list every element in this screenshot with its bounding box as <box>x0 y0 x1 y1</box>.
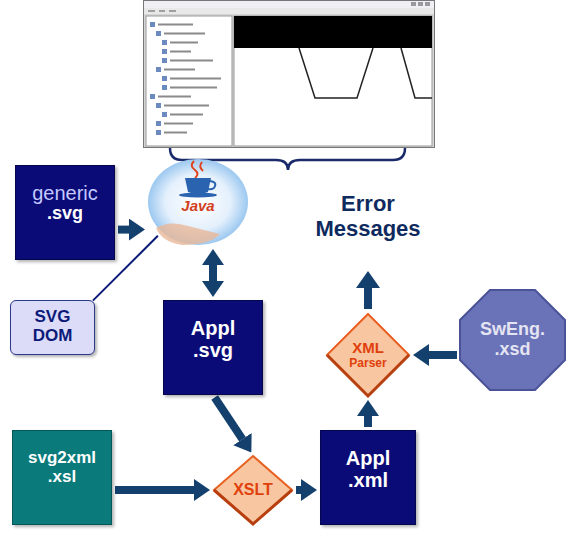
node-text: XML <box>352 340 384 357</box>
drawing-panel <box>234 16 432 146</box>
flow-arrow <box>364 416 372 427</box>
node-text-group: Appl .xml <box>346 447 390 491</box>
output-label: Error Messages <box>315 191 420 242</box>
output-arrow <box>356 271 380 309</box>
diamond-shape <box>214 456 292 524</box>
flow-arrow <box>215 397 243 439</box>
node-text: SVG DOM <box>33 308 73 345</box>
node-text-group: XSLT <box>233 481 273 499</box>
node-text: Appl .svg <box>191 317 235 361</box>
trapezoid-shape <box>401 48 432 98</box>
node-text-group: generic.svg <box>32 182 98 224</box>
node-text-group: XMLParser <box>349 340 386 370</box>
window-frame <box>144 1 435 148</box>
java-icon: Java <box>148 158 248 246</box>
icon-glow <box>148 159 248 245</box>
cup-handle <box>208 181 215 189</box>
octagon-shape <box>460 290 565 390</box>
node-text-group: svg2xml .xsl <box>28 449 96 486</box>
tree-panel <box>146 16 232 146</box>
node-text: Parser <box>349 357 386 370</box>
document-box: generic.svg <box>15 165 115 260</box>
cup-body <box>185 178 211 194</box>
api-box: SVG DOM <box>10 300 95 355</box>
node-text-group: Java <box>181 198 214 215</box>
node-text: generic <box>32 182 98 204</box>
title-bar <box>144 1 434 8</box>
node-text-group: SVG DOM <box>33 308 73 345</box>
file-box: Appl .svg <box>163 300 263 395</box>
node-text: XSLT <box>233 481 273 499</box>
transform-diamond: XSLT <box>213 455 293 525</box>
window-buttons <box>411 2 430 6</box>
node-text: SwEng. .xsd <box>480 320 545 360</box>
flow-arrow <box>429 351 457 359</box>
diamond-shape <box>327 314 409 396</box>
parser-diamond: XMLParser <box>326 313 410 397</box>
menu-items <box>148 10 176 12</box>
black-band <box>234 16 432 48</box>
node-text: .svg <box>47 204 83 224</box>
flow-arrow <box>209 265 217 281</box>
tree-items <box>150 22 221 135</box>
application-screenshot <box>143 0 435 150</box>
node-text: Java <box>181 198 214 215</box>
node-text-group: SwEng. .xsd <box>480 320 545 360</box>
hand-shape <box>156 223 220 245</box>
flow-arrow <box>296 486 301 494</box>
steam <box>192 161 203 178</box>
trapezoid-shape <box>299 48 373 98</box>
diamond-shadow <box>327 355 409 396</box>
stylesheet-box: svg2xml .xsl <box>12 430 112 525</box>
schema-octagon: SwEng. .xsd <box>460 290 565 390</box>
node-text: svg2xml .xsl <box>28 449 96 486</box>
menu-bar <box>144 8 434 14</box>
node-text-group: Appl .svg <box>191 317 235 361</box>
saucer <box>179 193 217 198</box>
file-box: Appl .xml <box>320 430 416 525</box>
flow-arrow <box>115 486 194 494</box>
node-text: Appl .xml <box>346 447 390 491</box>
flow-arrow <box>118 226 129 234</box>
